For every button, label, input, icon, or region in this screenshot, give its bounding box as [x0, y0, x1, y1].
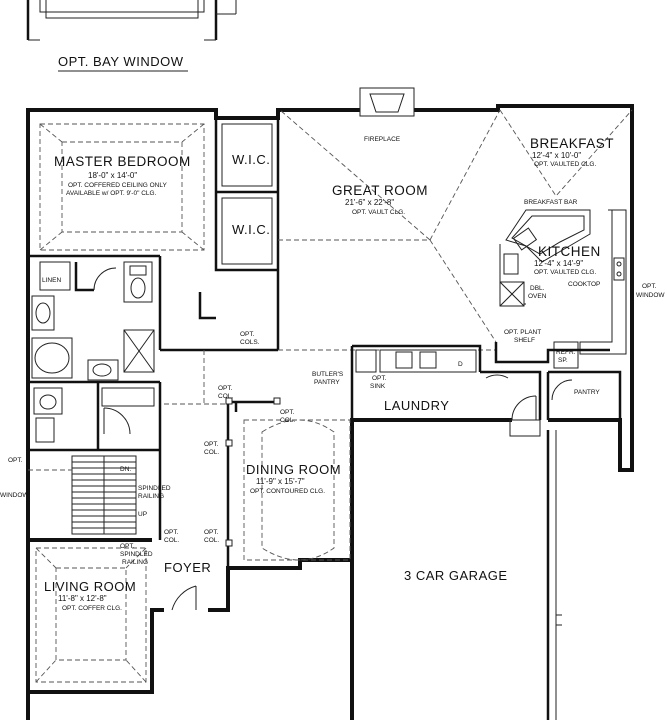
great-room-name: GREAT ROOM [332, 183, 428, 198]
col-b-line1: OPT. [280, 409, 295, 416]
pantry: PANTRY [546, 370, 622, 420]
garage-name: 3 CAR GARAGE [404, 568, 508, 583]
spindled-railing-line2: RAILING [138, 493, 164, 500]
butlers-pantry-line2: PANTRY [314, 379, 340, 386]
dbl-oven-line1: DBL. [530, 285, 545, 292]
stairs: DN. UP SPINDLED RAILING OPT. WINDOW [0, 455, 171, 535]
kitchen-name: KITCHEN [538, 244, 601, 259]
linen-label: LINEN [42, 277, 61, 284]
great-room-dims: 21'-6" x 22'-8" [345, 198, 394, 207]
spindled-railing-line1: SPINDLED [138, 485, 171, 492]
pantry-name: PANTRY [574, 389, 600, 396]
opt-window-right-line2: WINDOW [636, 292, 665, 299]
breakfast-dims: 12'-4" x 10'-0" [532, 151, 581, 160]
walk-in-closets: W.I.C. W.I.C. [214, 110, 280, 350]
master-bedroom-note1: OPT. COFFERED CEILING ONLY [68, 182, 168, 189]
opt-cols-1-line2: COLS. [240, 339, 260, 346]
opt-sink-line2: SINK [370, 383, 386, 390]
fireplace-label: FIREPLACE [364, 136, 401, 143]
col-e-line2: COL. [204, 537, 219, 544]
foyer-name: FOYER [164, 560, 211, 575]
living-room-note: OPT. COFFER CLG. [62, 605, 122, 612]
butlers-pantry-line1: BUTLER'S [312, 371, 344, 378]
wic-2-label: W.I.C. [232, 222, 270, 237]
fireplace: FIREPLACE [359, 87, 415, 143]
breakfast: BREAKFAST 12'-4" x 10'-0" OPT. VAULTED C… [499, 109, 633, 206]
dining-room-note: OPT. CONTOURED CLG. [250, 488, 325, 495]
master-bedroom-dims: 18'-0" x 14'-0" [88, 171, 137, 180]
stair-treads [72, 461, 136, 529]
bay-window-label: OPT. BAY WINDOW [58, 54, 184, 69]
garage: 3 CAR GARAGE [404, 568, 562, 626]
plant-shelf-line1: OPT. PLANT [504, 329, 541, 336]
refr-line1: REFR. [556, 349, 576, 356]
master-bedroom: MASTER BEDROOM 18'-0" x 14'-0" OPT. COFF… [28, 123, 205, 258]
col-c-line1: OPT. [204, 441, 219, 448]
col-d-line2: COL. [164, 537, 179, 544]
butlers-pantry-laundry: D BUTLER'S PANTRY OPT. SINK LAUNDRY [312, 344, 542, 437]
great-room: GREAT ROOM 21'-6" x 22'-8" OPT. VAULT CL… [240, 109, 501, 351]
plant-shelf-line2: SHELF [514, 337, 535, 344]
col-d-line1: OPT. [164, 529, 179, 536]
opt-cols-1-line1: OPT. [240, 331, 255, 338]
foyer: FOYER [158, 292, 216, 611]
breakfast-name: BREAKFAST [530, 136, 614, 151]
col-e-line1: OPT. [204, 529, 219, 536]
col-c-line2: COL. [204, 449, 219, 456]
master-bath: LINEN [28, 256, 278, 384]
master-bedroom-note2: AVAILABLE w/ OPT. 9'-0" CLG. [66, 190, 157, 197]
stairs-dn-label: DN. [120, 466, 131, 473]
dining-room-dims: 11'-9" x 15'-7" [256, 477, 305, 486]
dining-room: DINING ROOM 11'-9" x 15'-7" OPT. CONTOUR… [226, 400, 351, 568]
refr-line2: SP. [558, 357, 568, 364]
col-b-line2: COL. [280, 417, 295, 424]
opt-spindled-railing-line2: SPINDLED [120, 551, 153, 558]
opt-spindled-railing-line3: RAILING [122, 559, 148, 566]
living-room: LIVING ROOM 11'-8" x 12'-8" OPT. COFFER … [35, 543, 153, 683]
great-room-note: OPT. VAULT CLG. [352, 209, 405, 216]
kitchen-note: OPT. VAULTED CLG. [534, 269, 596, 276]
opt-window-left-line1: OPT. [8, 457, 23, 464]
col-a-line2: COL. [218, 393, 233, 400]
hall-bath [28, 382, 162, 452]
bay-window-option: OPT. BAY WINDOW [26, 0, 237, 72]
master-bedroom-name: MASTER BEDROOM [54, 154, 191, 169]
breakfast-note: OPT. VAULTED CLG. [534, 161, 596, 168]
sink-d-label: D [458, 361, 463, 368]
kitchen: KITCHEN 12'-4" x 14'-9" OPT. VAULTED CLG… [494, 209, 665, 369]
stairs-up-label: UP [138, 511, 147, 518]
wic-1-label: W.I.C. [232, 152, 270, 167]
opt-sink-line1: OPT. [372, 375, 387, 382]
cooktop-label: COOKTOP [568, 281, 600, 288]
living-room-dims: 11'-8" x 12'-8" [58, 594, 107, 603]
col-a-line1: OPT. [218, 385, 233, 392]
breakfast-bar-label: BREAKFAST BAR [524, 199, 578, 206]
dbl-oven-line2: OVEN [528, 293, 547, 300]
opt-window-left-line2: WINDOW [0, 492, 29, 499]
opt-window-right-line1: OPT. [642, 283, 657, 290]
kitchen-dims: 12'-4" x 14'-9" [534, 259, 583, 268]
opt-spindled-railing-line1: OPT. [120, 543, 135, 550]
dining-room-name: DINING ROOM [246, 462, 341, 477]
living-room-name: LIVING ROOM [44, 579, 136, 594]
laundry-name: LAUNDRY [384, 398, 449, 413]
column-labels: OPT. COL. OPT. COL. OPT. COL. OPT. COL. … [164, 350, 295, 547]
